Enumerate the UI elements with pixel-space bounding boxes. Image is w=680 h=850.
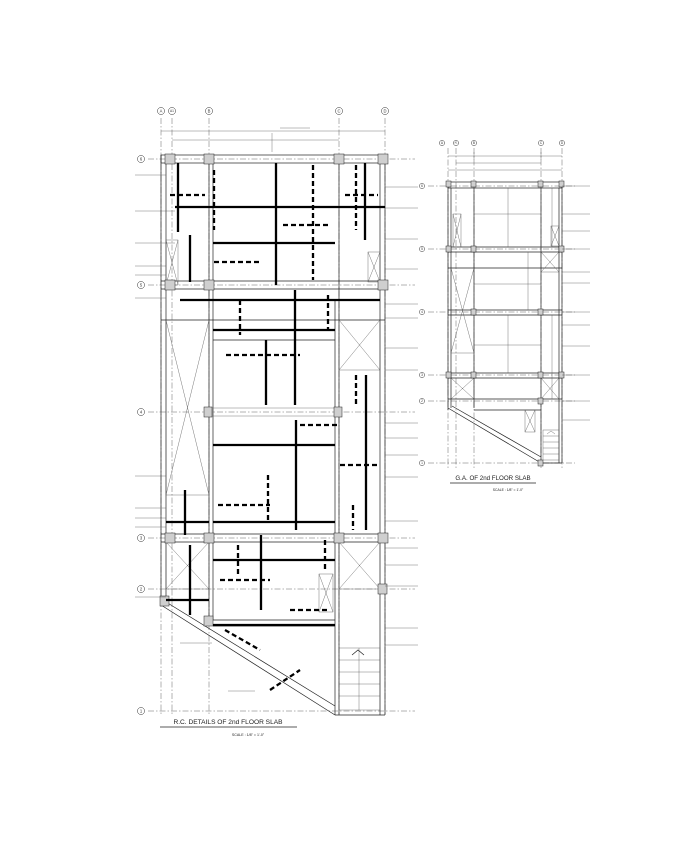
rc-grid-label-B: B	[208, 109, 211, 114]
rc-grid-label-A1: A1	[170, 109, 174, 113]
ga-outline	[447, 181, 563, 464]
rc-outline	[160, 154, 386, 716]
rc-grid-label-D: D	[383, 109, 386, 114]
ga-grid-label-A: A	[441, 141, 444, 145]
rc-details-title: R.C. DETAILS OF 2nd FLOOR SLAB	[173, 719, 283, 726]
ga-dimensions	[448, 152, 590, 421]
rc-columns	[159, 153, 389, 627]
ga-grid-label-4: 4	[421, 310, 423, 314]
rc-grid-label-2: 2	[140, 587, 143, 592]
ga-grid-horizontal	[428, 185, 575, 464]
rc-grid-label-3: 3	[140, 536, 143, 541]
ga-grid-label-B: B	[473, 141, 475, 145]
rc-grid-label-6: 6	[140, 157, 143, 162]
ga-grid-label-3: 3	[421, 373, 423, 377]
ga-grid-bubbles-rows: 6 5 4 3 2 1	[419, 183, 425, 466]
rc-grid-label-5: 5	[140, 283, 143, 288]
rc-grid-horizontal	[148, 158, 415, 712]
ga-grid-vertical	[447, 148, 563, 470]
ga-grid-label-2: 2	[421, 399, 423, 403]
ga-grid-label-5: 5	[421, 247, 423, 251]
ga-openings	[450, 213, 560, 433]
rc-details-scale: SCALE : 1/8" = 1'-0"	[232, 733, 265, 737]
rc-grid-label-A: A	[160, 109, 163, 114]
ga-grid-label-6: 6	[421, 184, 423, 188]
ga-drawing: A A1 B C D 6 5 4 3 2 1 G.A. OF 2nd FLOOR…	[419, 140, 590, 492]
rc-rebar-vertical	[176, 163, 368, 615]
ga-grid-label-A1: A1	[455, 142, 459, 145]
ga-grid-bubbles-columns: A A1 B C D	[439, 140, 565, 146]
rc-grid-label-1: 1	[140, 709, 143, 714]
rc-grid-label-C: C	[337, 109, 340, 114]
ga-grid-label-1: 1	[421, 461, 423, 465]
rc-grid-label-4: 4	[140, 410, 143, 415]
rc-top-dimension	[161, 127, 385, 152]
ga-scale: SCALE : 1/8" = 1'-0"	[493, 488, 524, 492]
rc-grid-bubbles-rows: 6 5 4 3 2 1	[137, 155, 145, 715]
ga-title: G.A. OF 2nd FLOOR SLAB	[455, 475, 530, 482]
rc-right-leaders	[385, 186, 418, 646]
ga-grid-label-D: D	[561, 141, 564, 145]
rc-left-leaders	[135, 174, 255, 692]
rc-details-drawing: A A1 B C D 6 5 4 3 2 1 R.C. DETAILS OF	[135, 107, 418, 737]
rc-grid-bubbles-columns: A A1 B C D	[157, 107, 389, 115]
rc-rebar-horizontal	[166, 193, 385, 691]
rc-openings	[165, 239, 381, 613]
ga-columns	[445, 180, 565, 467]
ga-grid-label-C: C	[540, 141, 543, 145]
